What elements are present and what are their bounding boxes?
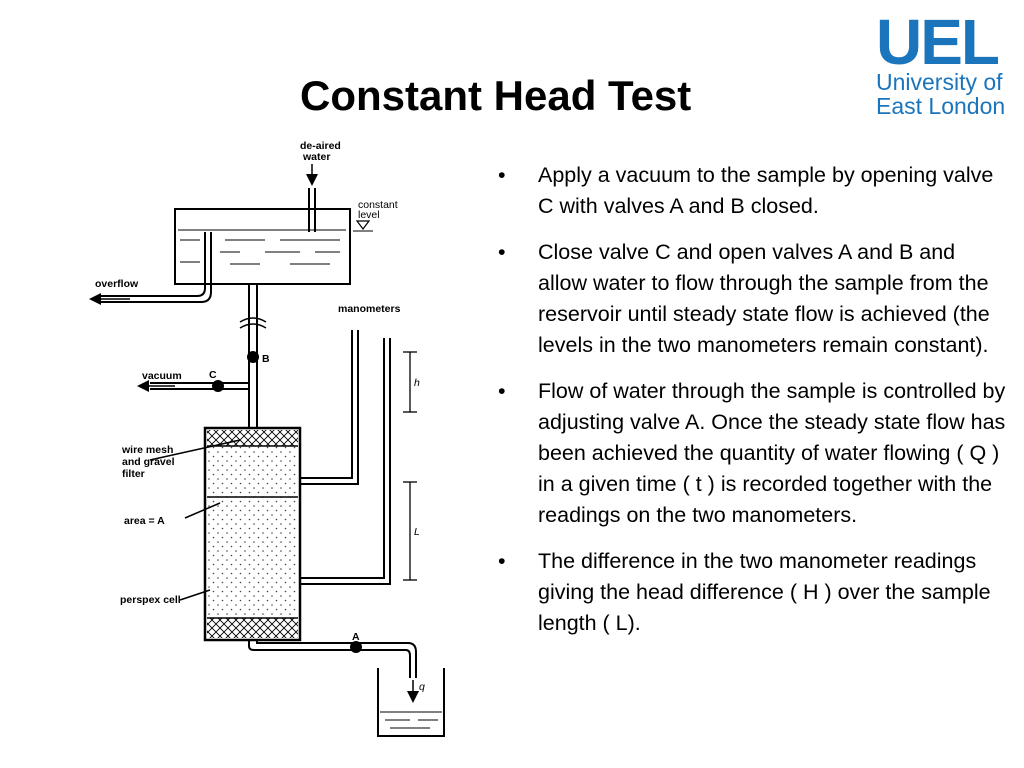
overflow-pipe-inner — [100, 232, 212, 303]
label-constant-1: constant — [358, 199, 398, 211]
valve-a — [350, 641, 362, 653]
bullet-text: Apply a vacuum to the sample by opening … — [538, 163, 994, 218]
bullet-text: Flow of water through the sample is cont… — [538, 379, 1006, 527]
slide-title: Constant Head Test — [300, 72, 692, 119]
manometer-tube-2 — [300, 338, 385, 579]
label-valve-b: B — [262, 353, 270, 365]
label-valve-c: C — [209, 369, 217, 381]
manometer-tube-1-inner — [300, 330, 359, 485]
bullet-text: Close valve C and open valves A and B an… — [538, 240, 990, 357]
label-wire-3: filter — [122, 468, 145, 480]
bottom-filter — [207, 618, 298, 638]
bullet-list: • Apply a vacuum to the sample by opening… — [496, 160, 1006, 654]
logo-line-2: East London — [876, 93, 1006, 119]
label-perspex: perspex cell — [120, 594, 181, 606]
bullet-marker: • — [498, 240, 506, 264]
valve-c — [212, 380, 224, 392]
label-area: area = A — [124, 515, 165, 527]
label-l: L — [414, 526, 420, 538]
collection-beaker — [377, 668, 445, 737]
valve-b — [247, 351, 259, 363]
outlet-pipe — [248, 640, 411, 678]
manometer-tube-2-inner — [300, 338, 391, 585]
overflow-pipe — [100, 232, 206, 297]
label-wire-1: wire mesh — [121, 444, 173, 456]
bullet-text: The difference in the two manometer read… — [538, 549, 991, 635]
bullet-marker: • — [498, 379, 506, 403]
bullet-item: • Flow of water through the sample is con… — [496, 376, 1006, 531]
soil-sample — [207, 446, 298, 618]
label-manometers: manometers — [338, 303, 401, 315]
label-overflow: overflow — [95, 278, 139, 290]
label-deaired-1: de-aired — [300, 140, 341, 152]
constant-head-diagram: de-aired water constant level overflow m… — [89, 140, 445, 737]
uel-logo: UEL University of East London — [876, 6, 1016, 119]
logo-mark: UEL — [876, 6, 1000, 78]
bullet-item: • Apply a vacuum to the sample by opening… — [496, 160, 1006, 222]
bullet-marker: • — [498, 163, 506, 187]
label-valve-a: A — [352, 631, 360, 643]
perspex-cell — [203, 426, 302, 642]
label-constant-2: level — [358, 209, 380, 221]
label-deaired-2: water — [302, 151, 330, 163]
bullet-item: • The difference in the two manometer rea… — [496, 546, 1006, 639]
bullet-item: • Close valve C and open valves A and B a… — [496, 237, 1006, 361]
bullet-marker: • — [498, 549, 506, 573]
label-h: h — [414, 377, 420, 389]
reservoir-tank — [174, 208, 351, 285]
manometer-tube-1 — [300, 330, 353, 479]
outlet-pipe-inner — [256, 640, 417, 678]
label-vacuum: vacuum — [142, 370, 182, 382]
label-wire-2: and gravel — [122, 456, 175, 468]
logo-line-1: University of — [876, 69, 1003, 95]
label-q: q — [419, 681, 425, 693]
